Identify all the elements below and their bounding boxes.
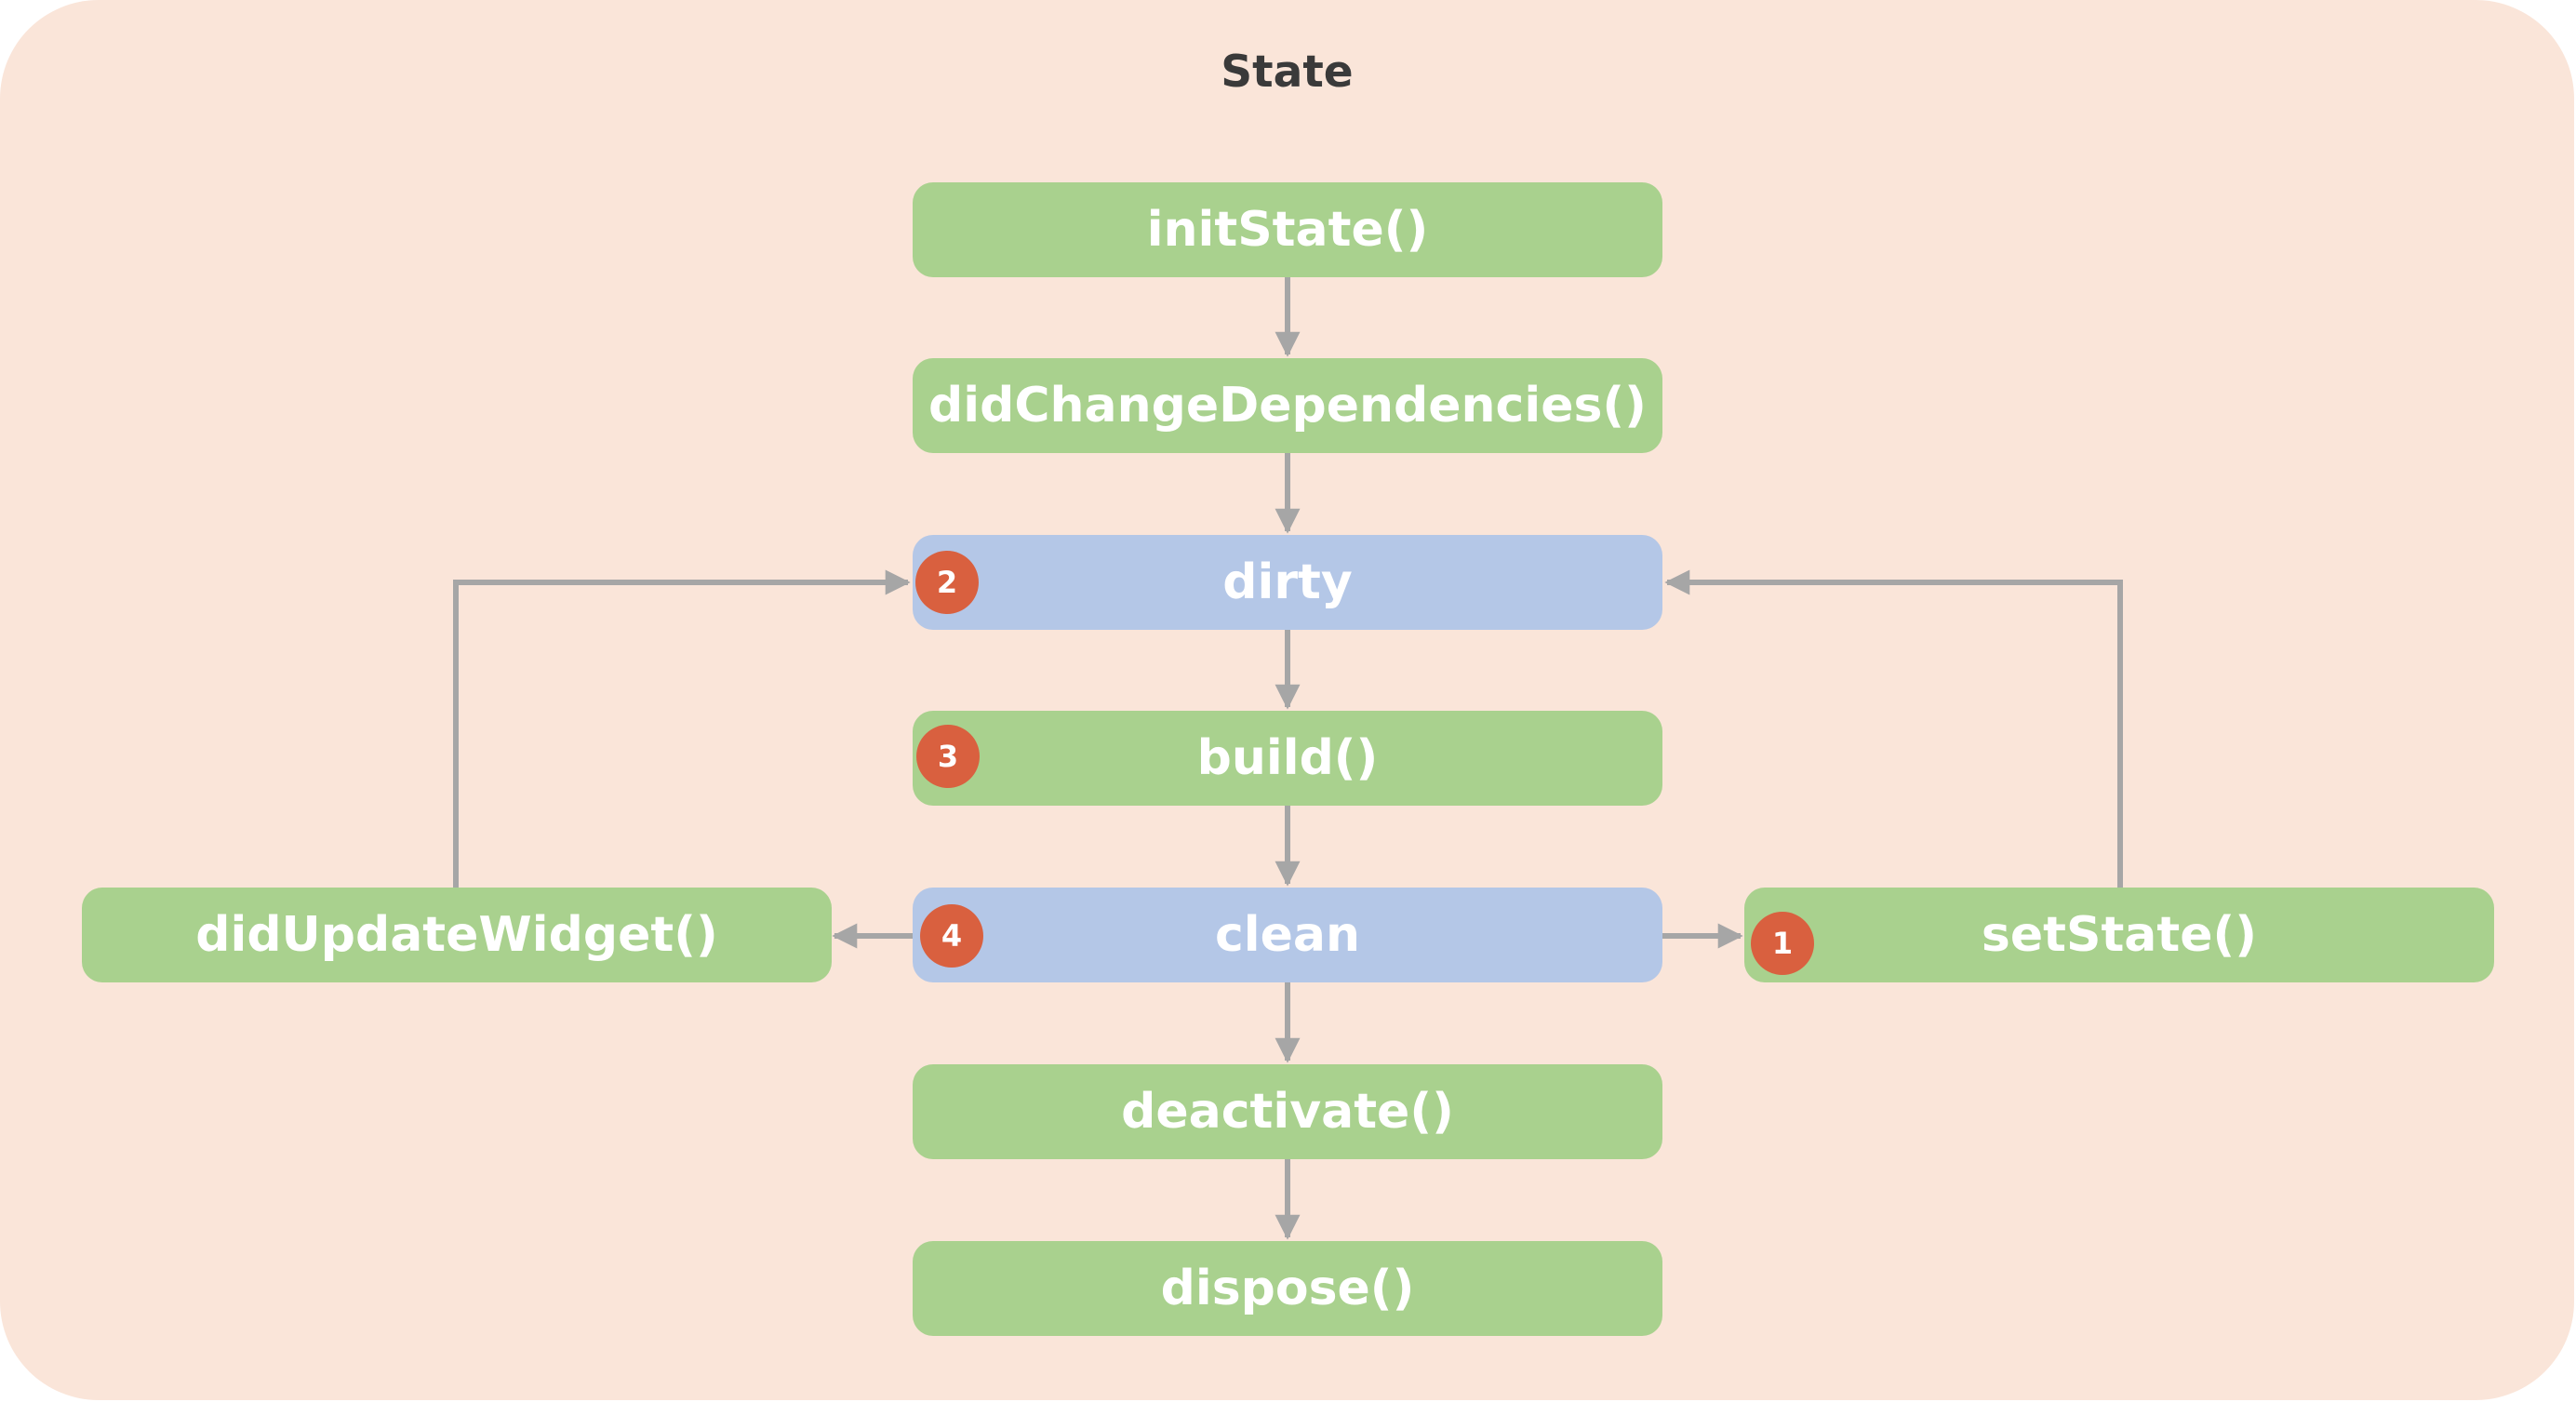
dispose-node: dispose() bbox=[913, 1241, 1662, 1336]
diagram-title: State bbox=[1221, 47, 1354, 98]
setstate-label: setState() bbox=[1981, 907, 2258, 963]
deactivate-label: deactivate() bbox=[1121, 1084, 1454, 1140]
dirty-label: dirty bbox=[1222, 554, 1353, 610]
initstate-node: initState() bbox=[913, 182, 1662, 277]
clean-label: clean bbox=[1214, 907, 1361, 963]
step-badge-1: 1 bbox=[1751, 912, 1814, 975]
didupdatewidget-label: didUpdateWidget() bbox=[195, 907, 718, 963]
initstate-label: initState() bbox=[1146, 202, 1429, 258]
dirty-node: dirty 2 bbox=[913, 535, 1662, 630]
arrow-didupdatewidget-to-dirty bbox=[453, 569, 911, 888]
didchangedependencies-label: didChangeDependencies() bbox=[928, 378, 1647, 434]
clean-node: clean 4 bbox=[913, 888, 1662, 982]
step-badge-3: 3 bbox=[916, 725, 980, 788]
build-label: build() bbox=[1196, 730, 1379, 786]
setstate-node: setState() 1 bbox=[1744, 888, 2494, 982]
step-badge-2: 2 bbox=[915, 551, 979, 614]
didupdatewidget-node: didUpdateWidget() bbox=[82, 888, 832, 982]
dispose-label: dispose() bbox=[1160, 1261, 1415, 1316]
deactivate-node: deactivate() bbox=[913, 1064, 1662, 1159]
arrow-setstate-to-dirty bbox=[1664, 569, 2123, 888]
didchangedependencies-node: didChangeDependencies() bbox=[913, 358, 1662, 453]
build-node: build() 3 bbox=[913, 711, 1662, 806]
step-badge-4: 4 bbox=[920, 904, 983, 968]
